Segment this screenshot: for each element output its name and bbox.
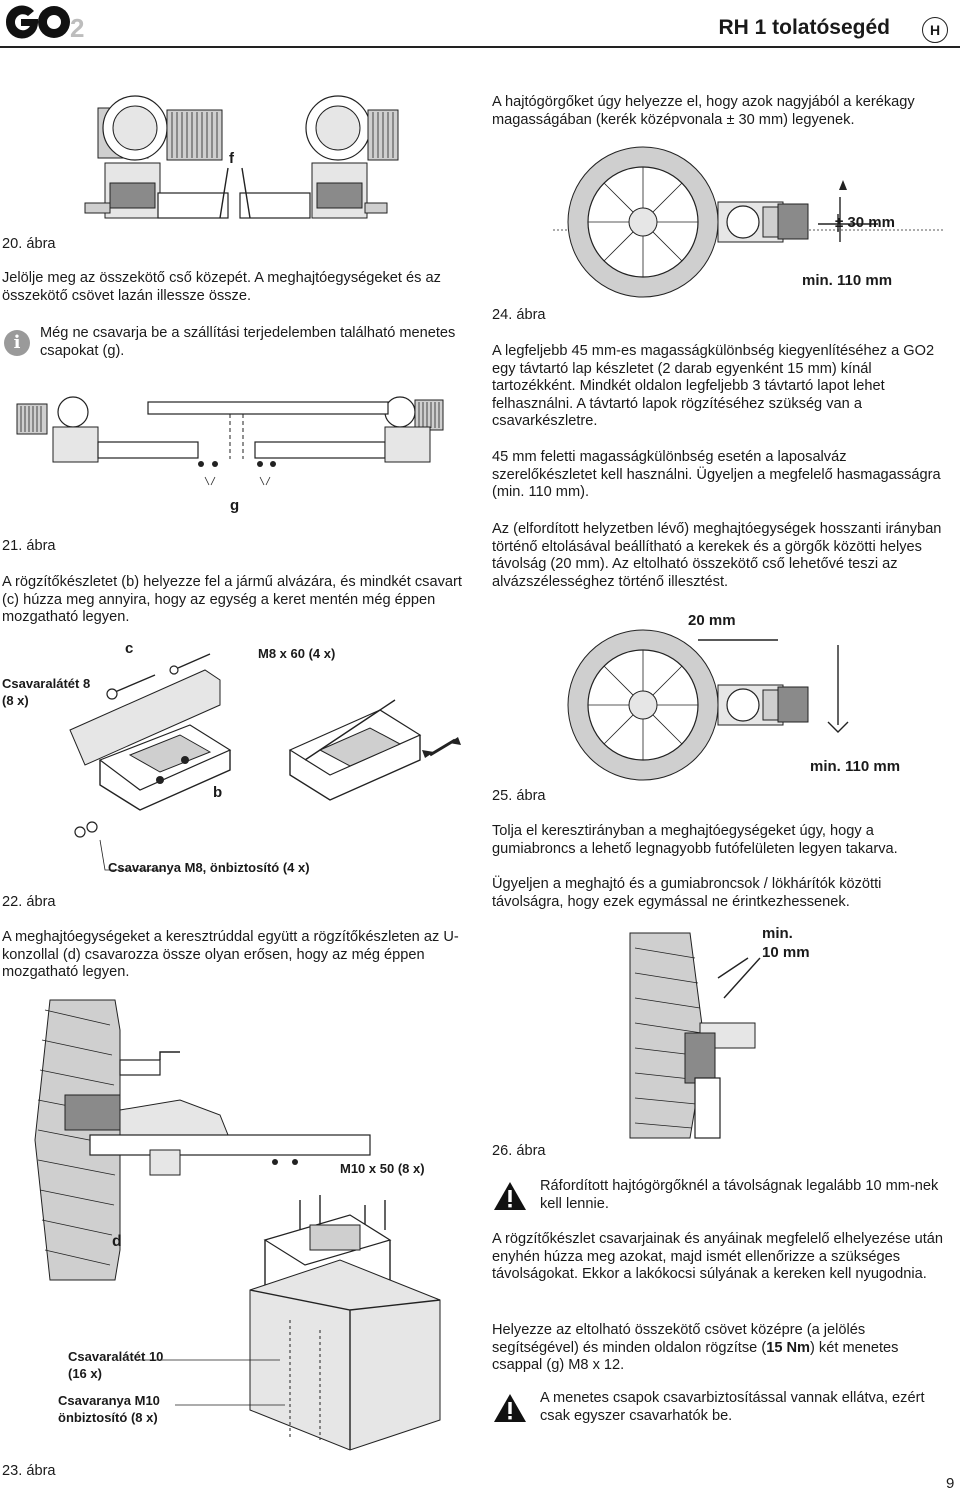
paragraph-7: Helyezze az eltolható összekötő csövet k… [492, 1322, 899, 1374]
warning-icon [494, 1394, 526, 1422]
figure-20-drive-units [84, 95, 399, 219]
fig22-caption: 22. ábra [2, 894, 56, 910]
fig23-label-washer: Csavaralátét 10 (16 x) [68, 1349, 164, 1381]
intro-text: A hajtógörgőket úgy helyezze el, hogy az… [492, 94, 915, 128]
svg-text:2: 2 [70, 13, 84, 43]
figure-25-wheel-distance [567, 629, 849, 781]
fig22-label-b: b [213, 784, 223, 801]
fig20-text: Jelölje meg az összekötő cső közepét. A … [2, 270, 441, 304]
warning-icon [494, 1182, 526, 1210]
warning-note-2: A menetes csapok csavarbiztosítással van… [540, 1390, 925, 1424]
figure-26-tyre-clearance [629, 932, 761, 1139]
fig23-caption: 23. ábra [2, 1463, 56, 1479]
fig26-label-min: min. 10 mm [762, 925, 810, 961]
fig23-label-bolt: M10 x 50 (8 x) [340, 1161, 425, 1176]
fig20-caption: 20. ábra [2, 236, 56, 252]
fig22-label-bolt: M8 x 60 (4 x) [258, 646, 336, 661]
fig24-label-pm: ± 30 mm [835, 214, 895, 231]
fig24-label-min: min. 110 mm [802, 272, 893, 289]
warning-note-1: Ráfordított hajtógörgőknél a távolságnak… [540, 1178, 939, 1212]
go2-logo: 2 [2, 2, 102, 43]
fig25-caption: 25. ábra [492, 788, 546, 804]
paragraph-1: A legfeljebb 45 mm-es magasságkülönbség … [492, 343, 935, 430]
fig26-caption: 26. ábra [492, 1143, 546, 1159]
page-number: 9 [946, 1475, 955, 1492]
language-badge: H [922, 17, 948, 43]
fig23-label-nut: Csavaranya M10 önbiztosító (8 x) [58, 1393, 160, 1425]
figure-24-wheel-height [553, 146, 943, 298]
header: 2 RH 1 tolatósegéd H [0, 0, 960, 48]
paragraph-2: 45 mm feletti magasságkülönbség esetén a… [492, 449, 941, 501]
fig22-label-washer: Csavaralátét 8 (8 x) [2, 676, 91, 708]
fig25-label-20mm: 20 mm [688, 612, 736, 629]
paragraph-6: A rögzítőkészlet csavarjainak és anyáina… [492, 1231, 944, 1283]
figure-21-connecting-tube [16, 396, 444, 486]
fig21-caption: 21. ábra [2, 538, 56, 554]
fig21-label-g: g [230, 497, 240, 514]
paragraph-5: Ügyeljen a meghajtó és a gumiabroncsok /… [492, 876, 882, 910]
fig22-text: A meghajtóegységeket a keresztrúddal egy… [2, 929, 459, 981]
fig20-info-note: Még ne csavarja be a szállítási terjedel… [40, 325, 456, 359]
figure-23-u-bracket [34, 999, 441, 1451]
fig25-label-min: min. 110 mm [810, 758, 901, 775]
fig24-caption: 24. ábra [492, 307, 546, 323]
figure-22-mounting-kit [69, 653, 461, 871]
fig20-label-f: f [229, 150, 234, 167]
fig22-label-c: c [125, 640, 134, 657]
paragraph-4: Tolja el keresztirányban a meghajtóegysé… [492, 823, 898, 857]
fig23-label-d: d [112, 1233, 122, 1250]
fig21-text: A rögzítőkészletet (b) helyezze fel a já… [2, 574, 462, 626]
header-rule [0, 46, 960, 48]
fig22-label-nut: Csavaranya M8, önbiztosító (4 x) [108, 860, 310, 875]
info-icon: i [4, 330, 30, 356]
paragraph-3: Az (elfordított helyzetben lévő) meghajt… [492, 521, 942, 590]
page-title: RH 1 tolatósegéd [718, 16, 890, 39]
